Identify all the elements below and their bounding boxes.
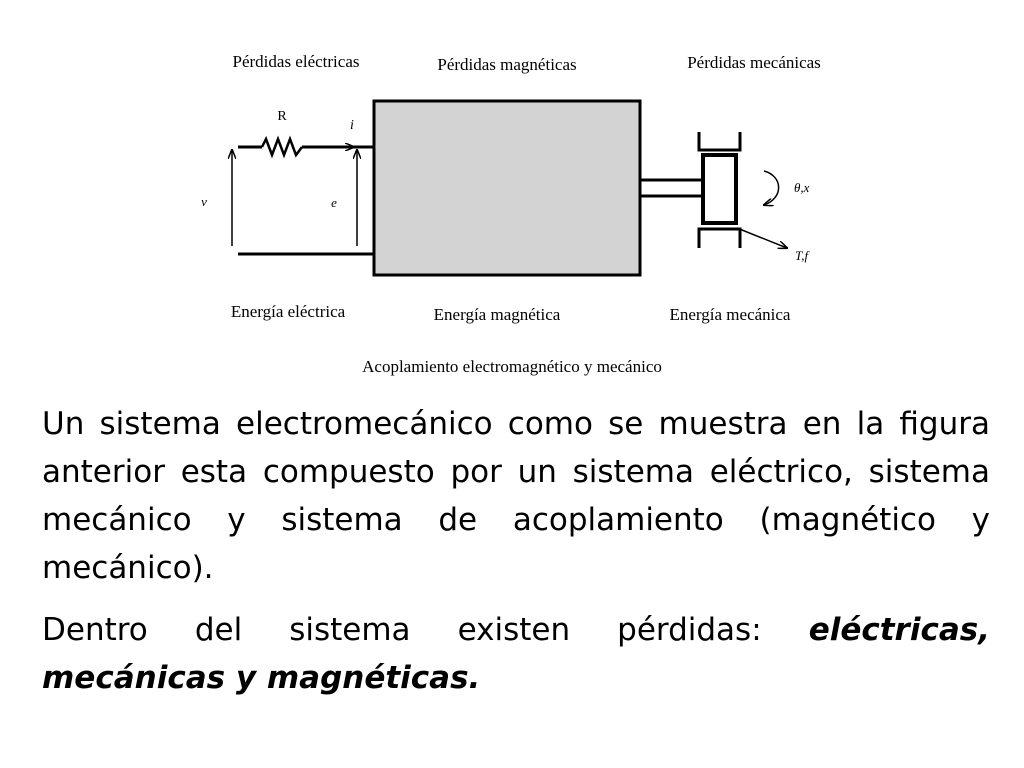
description-paragraph: Un sistema electromecánico como se muest… [42, 406, 990, 586]
current-label: i [350, 118, 354, 133]
coupling-block [372, 99, 642, 277]
losses-intro-text: Dentro del sistema existen pérdidas: [42, 612, 809, 648]
magnetic-energy-label: Energía magnética [434, 305, 561, 324]
angle-position-label: θ,x [794, 180, 810, 195]
electrical-losses-label: Pérdidas eléctricas [233, 52, 360, 71]
diagram-caption: Acoplamiento electromagnético y mecánico [362, 357, 662, 376]
torque-force-label: T,f [795, 248, 811, 263]
resistor-symbol [260, 135, 303, 159]
top-bracket [697, 132, 742, 152]
electrical-circuit: R i v e [201, 109, 374, 256]
voltage-label: v [201, 194, 207, 209]
electrical-energy-label: Energía eléctrica [231, 302, 346, 321]
magnetic-losses-label: Pérdidas magnéticas [437, 55, 576, 74]
torque-arrow [736, 227, 787, 248]
resistor-label: R [277, 109, 287, 124]
mechanical-losses-label: Pérdidas mecánicas [687, 53, 821, 72]
emf-label: e [331, 195, 337, 210]
rotation-arrow-icon [764, 170, 780, 205]
losses-paragraph: Dentro del sistema existen pérdidas: elé… [42, 606, 990, 702]
losses-emphasis-text: eléctricas, mecánicas y magnéticas. [42, 612, 990, 696]
rotor [701, 153, 738, 225]
electromechanical-system-diagram: Pérdidas eléctricas Pérdidas magnéticas … [201, 52, 821, 376]
mechanical-system: θ,x T,f [640, 132, 811, 263]
bottom-bracket [697, 227, 742, 248]
mechanical-energy-label: Energía mecánica [670, 305, 791, 324]
